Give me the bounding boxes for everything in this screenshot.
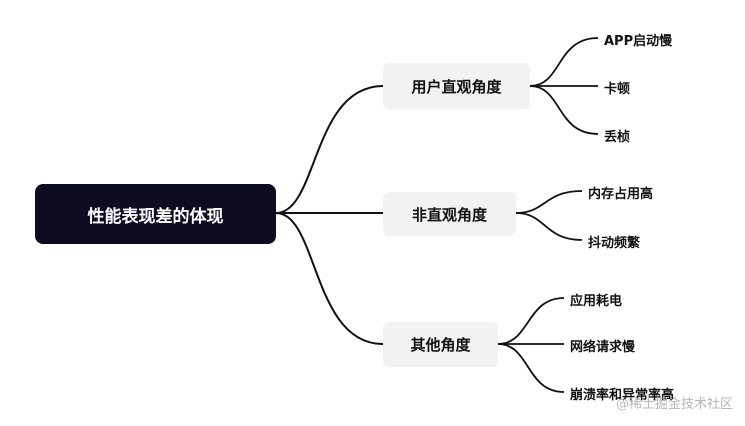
edge-b1-l1 bbox=[515, 212, 583, 241]
leaf-slow-network: 网络请求慢 bbox=[570, 340, 636, 355]
edge-b0-l0 bbox=[529, 37, 599, 87]
edge-b2-l2 bbox=[497, 343, 565, 393]
leaf-stutter: 卡顿 bbox=[604, 82, 631, 97]
root-node: 性能表现差的体现 bbox=[35, 184, 276, 244]
edge-b1-l0 bbox=[515, 190, 583, 214]
watermark: @稀土掘金技术社区 bbox=[615, 397, 733, 412]
leaf-high-memory: 内存占用高 bbox=[588, 187, 654, 202]
edge-b2-l0 bbox=[497, 297, 565, 345]
leaf-frame-drop: 丢桢 bbox=[604, 130, 631, 145]
edge-b0-l2 bbox=[529, 85, 599, 135]
leaf-crash-rate: 崩溃率和异常率高 bbox=[570, 388, 675, 403]
branch-node-non-intuitive: 非直观角度 bbox=[383, 192, 516, 236]
leaf-power-consumption: 应用耗电 bbox=[570, 294, 623, 309]
edge-root-b2 bbox=[275, 212, 384, 345]
edge-root-b0 bbox=[275, 85, 384, 214]
branch-node-user-perspective: 用户直观角度 bbox=[383, 63, 530, 109]
branch-node-other: 其他角度 bbox=[383, 322, 498, 367]
leaf-app-slow-start: APP启动慢 bbox=[604, 34, 673, 49]
leaf-frequent-jitter: 抖动频繁 bbox=[588, 236, 641, 251]
